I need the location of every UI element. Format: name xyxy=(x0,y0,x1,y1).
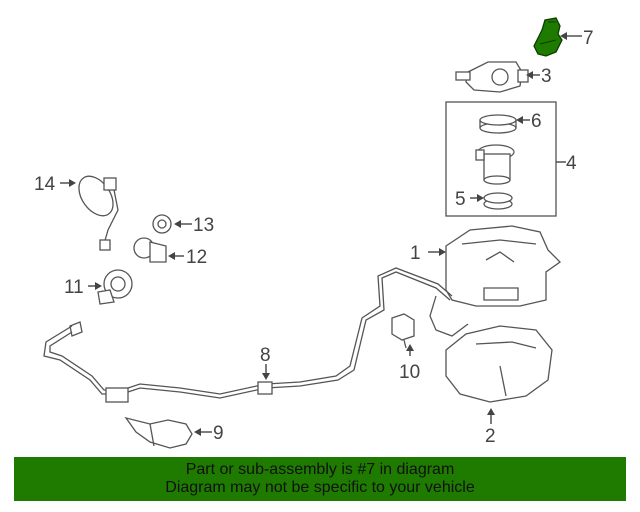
callout-14-label: 14 xyxy=(34,174,56,195)
part-2-tank-bottom[interactable] xyxy=(445,325,553,403)
pump-body xyxy=(475,144,515,185)
part-7-sensor[interactable] xyxy=(533,17,563,57)
callout-10-arrow xyxy=(406,344,414,356)
callout-2-label: 2 xyxy=(485,426,496,447)
assembly-4-box xyxy=(445,101,557,217)
callout-14-arrow xyxy=(60,179,76,187)
banner-line-2: Diagram may not be specific to your vehi… xyxy=(165,479,475,496)
part-14-sender[interactable] xyxy=(72,170,120,251)
callout-11-label: 11 xyxy=(64,277,84,298)
callout-8-label: 8 xyxy=(260,345,271,366)
part-6-lock-ring[interactable] xyxy=(479,114,517,134)
callout-3-label: 3 xyxy=(541,66,552,87)
part-9-valve[interactable] xyxy=(105,387,193,449)
callout-12-label: 12 xyxy=(186,247,207,268)
callout-6-arrow xyxy=(516,116,530,124)
banner-line-1: Part or sub-assembly is #7 in diagram xyxy=(185,461,455,478)
part-3-pump-unit[interactable] xyxy=(455,61,529,93)
callout-6-label: 6 xyxy=(531,111,542,132)
part-12-bracket[interactable] xyxy=(133,237,167,263)
callout-12-arrow xyxy=(168,252,184,260)
callout-2-arrow xyxy=(487,408,495,424)
callout-7-label: 7 xyxy=(583,28,594,49)
callout-10-label: 10 xyxy=(399,362,420,383)
part-8-clip[interactable] xyxy=(257,381,273,395)
callout-5-arrow xyxy=(470,194,484,202)
part-11-pump[interactable] xyxy=(97,269,133,305)
diagram-notice-banner: Part or sub-assembly is #7 in diagram Di… xyxy=(14,457,626,501)
fuel-lines xyxy=(43,267,469,399)
callout-4-label: 4 xyxy=(566,153,577,174)
part-13-grommet[interactable] xyxy=(152,214,172,234)
part-10-connector[interactable] xyxy=(391,313,415,349)
callout-1-arrow xyxy=(428,248,446,256)
part-1-tank-shell[interactable] xyxy=(445,225,562,307)
callout-11-arrow xyxy=(88,282,102,290)
callout-5-label: 5 xyxy=(455,189,466,210)
callout-1-label: 1 xyxy=(410,243,421,264)
callout-13-label: 13 xyxy=(193,215,214,236)
callout-8-arrow xyxy=(262,364,270,380)
callout-9-arrow xyxy=(194,428,212,436)
callout-9-label: 9 xyxy=(213,423,224,444)
callout-7-arrow xyxy=(560,32,582,40)
callout-3-arrow xyxy=(526,71,540,79)
part-5-seal[interactable] xyxy=(483,192,513,210)
callout-13-arrow xyxy=(174,220,192,228)
parts-diagram: 7 3 4 6 5 xyxy=(34,17,594,449)
